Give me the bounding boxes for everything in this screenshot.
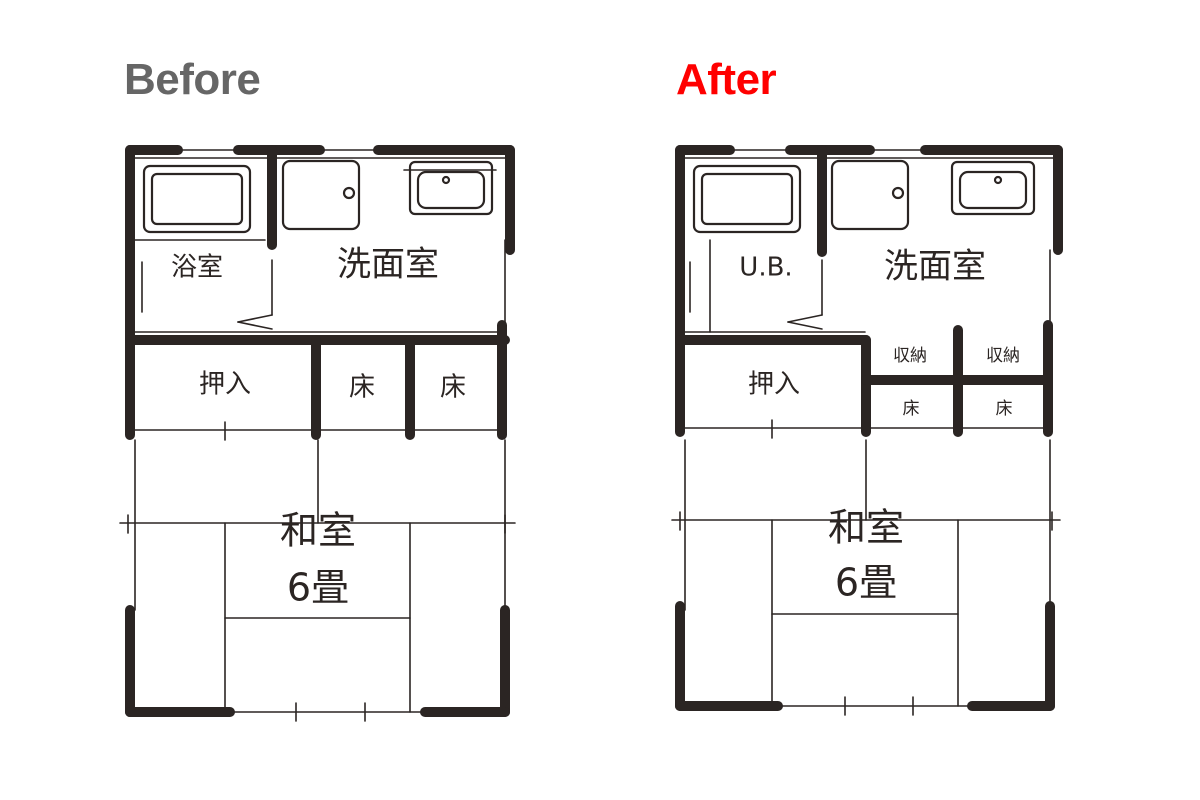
before-alcove-1-label: 床 bbox=[349, 373, 375, 403]
before-tatami-size-label: 6畳 bbox=[287, 566, 349, 610]
after-heading: After bbox=[676, 55, 777, 104]
before-alcove-2-label: 床 bbox=[440, 373, 466, 403]
after-sink-icon bbox=[950, 160, 1036, 216]
after-walls bbox=[675, 145, 1063, 711]
before-floor-plan: 浴室 洗面室 押入 床 床 和室 6畳 bbox=[119, 145, 516, 722]
after-tatami-room-label: 和室 bbox=[828, 506, 904, 550]
after-storage-2-label: 収納 bbox=[986, 346, 1020, 366]
after-unit-bath-label: U.B. bbox=[739, 253, 792, 283]
before-thin-lines bbox=[119, 149, 516, 722]
before-closet-label: 押入 bbox=[199, 370, 251, 400]
before-sink-icon bbox=[403, 160, 497, 216]
before-heading: Before bbox=[124, 55, 261, 104]
before-tatami-room-label: 和室 bbox=[280, 509, 356, 553]
before-walls bbox=[125, 145, 515, 717]
before-bath-label: 浴室 bbox=[171, 253, 223, 283]
after-storage-1-label: 収納 bbox=[893, 346, 927, 366]
before-bathtub-icon bbox=[142, 164, 252, 234]
before-washroom-label: 洗面室 bbox=[337, 245, 439, 285]
after-washroom-label: 洗面室 bbox=[884, 247, 986, 287]
after-bathtub-icon bbox=[692, 164, 802, 234]
after-alcove-1-label: 床 bbox=[903, 399, 920, 419]
after-washing-machine-icon bbox=[830, 159, 910, 231]
after-tatami-size-label: 6畳 bbox=[835, 561, 897, 605]
after-floor-plan: U.B. 洗面室 収納 収納 押入 床 床 和室 6畳 bbox=[671, 145, 1063, 716]
before-washing-machine-icon bbox=[281, 159, 361, 231]
after-alcove-2-label: 床 bbox=[996, 399, 1013, 419]
after-closet-label: 押入 bbox=[748, 370, 800, 400]
